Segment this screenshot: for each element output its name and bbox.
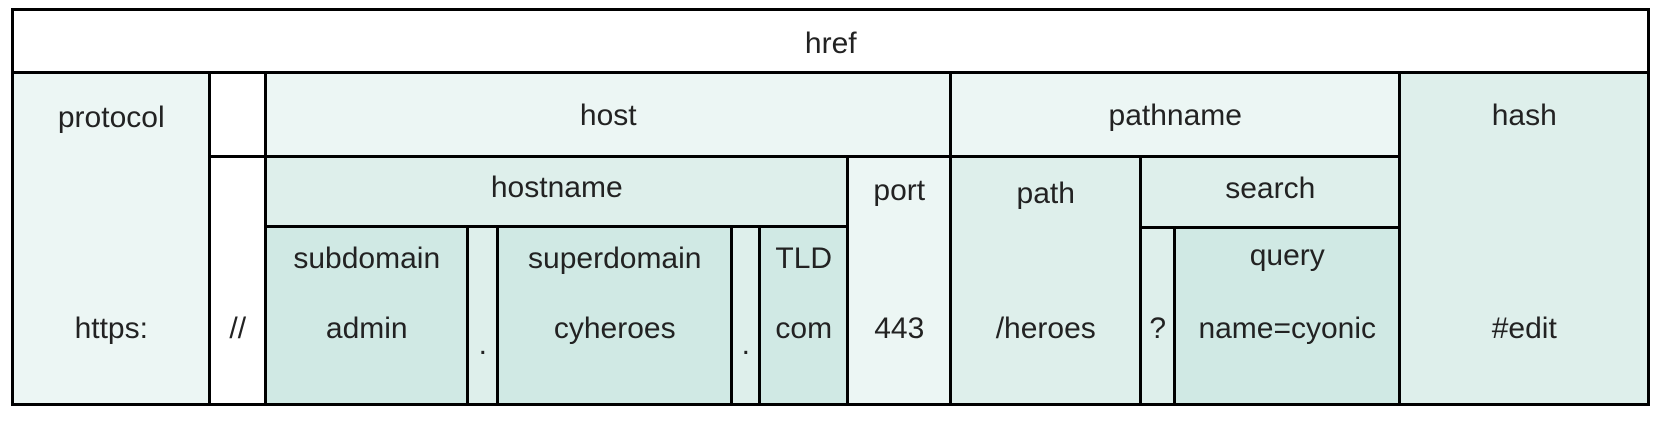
slashes-value: //: [229, 312, 247, 346]
dot-separator-cell: .: [466, 225, 500, 407]
dot-separator: .: [741, 328, 750, 362]
tld-cell: TLD com: [758, 225, 850, 407]
host-label: host: [579, 99, 637, 133]
path-cell: path /heroes: [949, 155, 1143, 407]
superdomain-value: cyheroes: [553, 312, 676, 346]
subdomain-label: subdomain: [293, 242, 441, 276]
hash-value: #edit: [1491, 312, 1557, 346]
hash-cell: hash #edit: [1398, 71, 1651, 407]
hostname-label: hostname: [490, 171, 623, 205]
subdomain-cell: subdomain admin: [264, 225, 470, 407]
hostname-cell: hostname: [264, 155, 850, 229]
path-label: path: [1016, 177, 1075, 211]
protocol-label: protocol: [57, 101, 165, 135]
query-cell: query name=cyonic: [1173, 226, 1402, 407]
search-cell: search: [1139, 155, 1402, 230]
protocol-value: https:: [74, 312, 148, 346]
href-label: href: [804, 27, 857, 61]
port-cell: port 443: [846, 155, 953, 407]
superdomain-cell: superdomain cyheroes: [496, 225, 734, 407]
host-cell: host: [264, 71, 953, 159]
port-value: 443: [874, 312, 925, 346]
query-label: query: [1249, 239, 1325, 273]
hash-label: hash: [1491, 99, 1557, 133]
subdomain-value: admin: [325, 312, 408, 346]
pathname-cell: pathname: [949, 71, 1402, 159]
protocol-cell: protocol https:: [11, 71, 212, 407]
tld-value: com: [775, 312, 833, 346]
tld-label: TLD: [775, 242, 833, 276]
slashes-header-cell: [208, 71, 268, 159]
pathname-label: pathname: [1108, 99, 1242, 133]
port-label: port: [873, 174, 926, 208]
query-value: name=cyonic: [1198, 312, 1377, 346]
dot-separator-cell: .: [730, 225, 762, 407]
path-value: /heroes: [995, 312, 1096, 346]
search-label: search: [1225, 172, 1316, 206]
href-cell: href: [11, 8, 1651, 75]
dot-separator: .: [478, 328, 487, 362]
question-mark: ?: [1149, 312, 1167, 346]
question-mark-cell: ?: [1139, 226, 1177, 407]
superdomain-label: superdomain: [528, 242, 702, 276]
slashes-cell: //: [208, 155, 268, 407]
